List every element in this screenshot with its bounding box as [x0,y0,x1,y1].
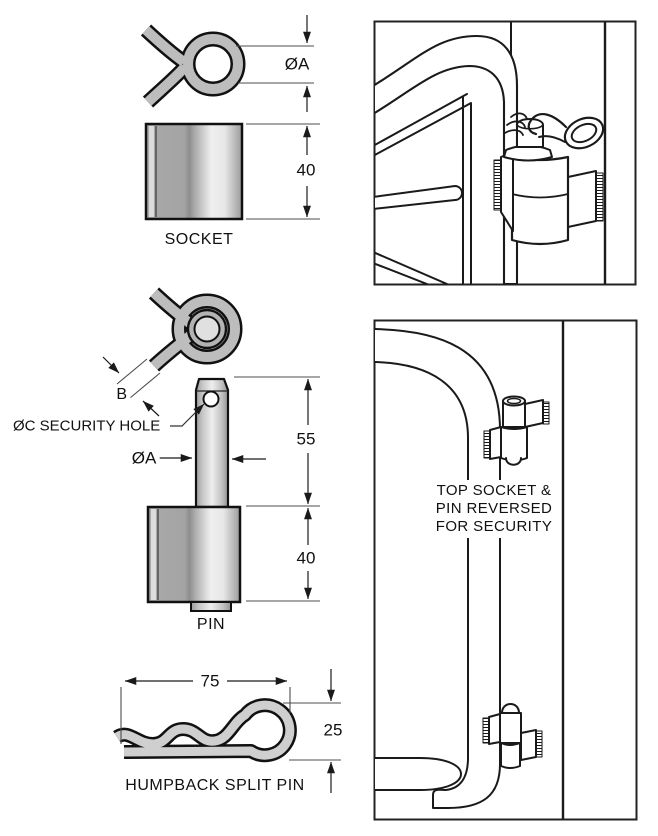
dim-socket-height [246,123,320,220]
installation-note-line3: FOR SECURITY [435,518,553,535]
dim-wire-b [102,356,161,417]
dim-humpback-height-label: 25 [320,721,346,739]
socket-drawing [144,122,244,221]
dim-wire-b-label: B [113,387,131,403]
hinge-assembly-top-panel [493,112,605,246]
pin-dimensions [158,376,320,602]
humpback-split-pin-drawing [113,698,297,763]
pin-drawing [146,377,242,612]
dim-humpback-height [283,669,341,793]
installation-note-line1: TOP SOCKET & [436,482,552,499]
split-pin-installed-icon [504,112,605,150]
dim-humpback-length-label: 75 [197,672,223,690]
dim-pin-barrel-label: 40 [293,549,319,567]
dim-oa-pin-label: ØA [128,449,160,467]
socket-caption: SOCKET [161,232,237,248]
security-hole [202,390,220,408]
humpback-caption: HUMPBACK SPLIT PIN [122,778,308,794]
dim-pin-shaft-label: 55 [293,430,319,448]
dim-oa-clip [236,15,314,112]
installation-note-line2: PIN REVERSED [435,500,553,517]
installation-note: TOP SOCKET & PIN REVERSED FOR SECURITY [429,480,559,538]
hinge-top-reversed [483,395,550,466]
hinge-bottom-normal [482,703,543,769]
dim-socket-height-label: 40 [293,161,319,179]
security-hole-label: ØC SECURITY HOLE [10,418,164,434]
installed-hinge-panel-top [373,20,637,286]
installed-hinge-panel-bottom [373,319,638,821]
split-pin-on-pin-top-view [148,287,243,372]
split-pin-end-view-drawing [140,24,246,108]
dim-humpback-length [120,677,291,744]
dim-oa-clip-label: ØA [281,55,313,73]
pin-caption: PIN [193,617,229,633]
